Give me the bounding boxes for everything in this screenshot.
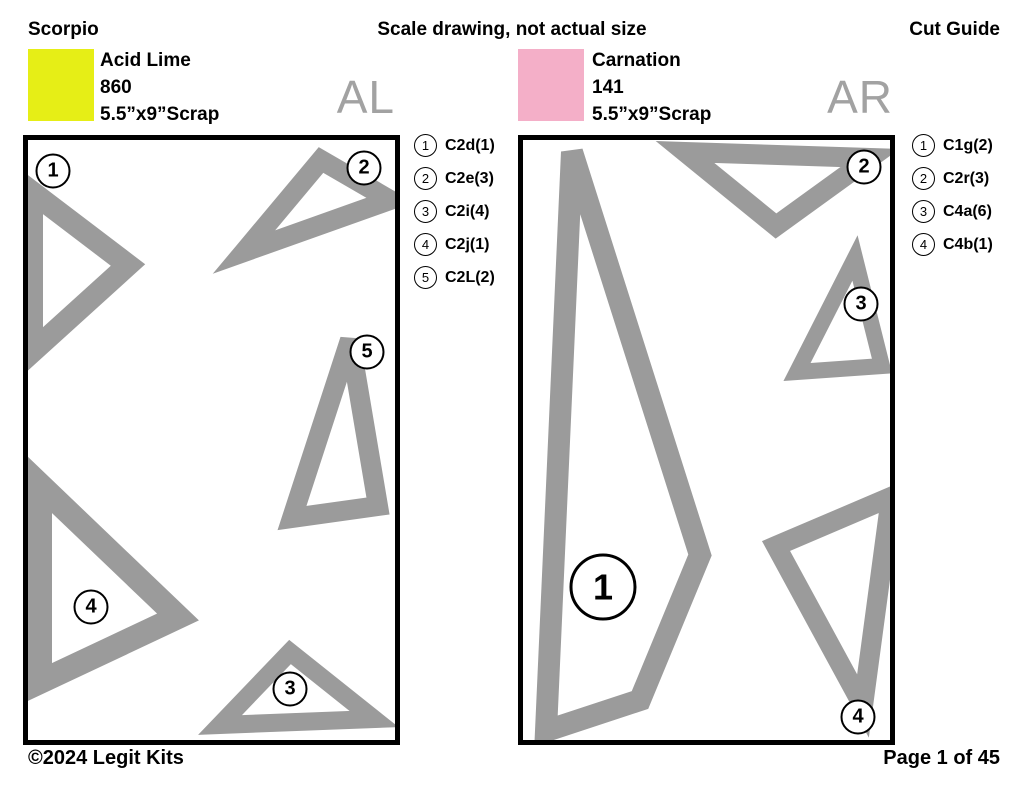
fabric-name: Carnation: [592, 50, 681, 71]
legend-item: 3 C2i(4): [414, 200, 495, 223]
ar-pieces-drawing: [534, 141, 890, 740]
legend-number: 3: [414, 200, 437, 223]
legend-item: 1 C2d(1): [414, 134, 495, 157]
fabric-code: 141: [592, 77, 624, 98]
fabric-info-acid-lime: Acid Lime 860 5.5”x9”Scrap: [100, 47, 219, 128]
legend-item: 1 C1g(2): [912, 134, 993, 157]
piece-c2r-outline: [655, 141, 890, 239]
legend-ar: 1 C1g(2) 2 C2r(3) 3 C4a(6) 4 C4b(1): [912, 134, 993, 266]
fabric-code: 860: [100, 77, 132, 98]
legend-number: 4: [414, 233, 437, 256]
legend-item: 4 C4b(1): [912, 233, 993, 256]
piece-marker-3: 3: [843, 286, 879, 322]
legend-label: C2j(1): [445, 235, 490, 253]
page-number: Page 1 of 45: [883, 747, 1000, 769]
fabric-name: Acid Lime: [100, 50, 191, 71]
piece-marker-5: 5: [349, 334, 385, 370]
legend-number: 3: [912, 200, 935, 223]
page-title: Scorpio: [28, 19, 99, 40]
panel-label-al: AL: [336, 71, 395, 123]
legend-item: 3 C4a(6): [912, 200, 993, 223]
cut-panel-al: 1 2 3 4 5: [23, 135, 400, 745]
legend-number: 2: [912, 167, 935, 190]
piece-marker-3: 3: [272, 671, 308, 707]
legend-number: 4: [912, 233, 935, 256]
piece-marker-2: 2: [846, 149, 882, 185]
legend-label: C2i(4): [445, 202, 490, 220]
piece-c1g-outline: [534, 148, 712, 740]
legend-label: C4a(6): [943, 202, 992, 220]
fabric-size: 5.5”x9”Scrap: [592, 104, 712, 125]
copyright-text: ©2024 Legit Kits: [28, 747, 184, 769]
cut-guide-label: Cut Guide: [909, 19, 1000, 40]
legend-number: 1: [414, 134, 437, 157]
legend-label: C2r(3): [943, 169, 990, 187]
piece-marker-4: 4: [840, 699, 876, 735]
legend-label: C1g(2): [943, 136, 993, 154]
piece-c2l-outline: [277, 336, 390, 531]
fabric-size: 5.5”x9”Scrap: [100, 104, 220, 125]
legend-number: 5: [414, 266, 437, 289]
legend-label: C2e(3): [445, 169, 494, 187]
fabric-swatch-acid-lime: [28, 49, 94, 121]
legend-item: 2 C2e(3): [414, 167, 495, 190]
legend-number: 1: [912, 134, 935, 157]
piece-marker-4: 4: [73, 589, 109, 625]
piece-marker-1: 1: [569, 553, 637, 621]
panel-label-ar: AR: [827, 71, 893, 123]
legend-number: 2: [414, 167, 437, 190]
piece-c4b-outline: [761, 486, 890, 738]
piece-c2i-outline: [198, 639, 395, 735]
legend-item: 5 C2L(2): [414, 266, 495, 289]
al-pieces-drawing: [28, 147, 395, 735]
cut-panel-ar: 1 2 3 4: [518, 135, 895, 745]
piece-c2d-outline: [28, 175, 146, 371]
fabric-swatch-carnation: [518, 49, 584, 121]
legend-item: 4 C2j(1): [414, 233, 495, 256]
piece-marker-1: 1: [35, 153, 71, 189]
legend-al: 1 C2d(1) 2 C2e(3) 3 C2i(4) 4 C2j(1) 5 C2…: [414, 134, 495, 299]
legend-item: 2 C2r(3): [912, 167, 993, 190]
piece-c2j-outline: [28, 456, 199, 701]
fabric-info-carnation: Carnation 141 5.5”x9”Scrap: [592, 47, 711, 128]
piece-marker-2: 2: [346, 150, 382, 186]
legend-label: C4b(1): [943, 235, 993, 253]
legend-label: C2L(2): [445, 268, 495, 286]
legend-label: C2d(1): [445, 136, 495, 154]
scale-note: Scale drawing, not actual size: [377, 19, 647, 40]
